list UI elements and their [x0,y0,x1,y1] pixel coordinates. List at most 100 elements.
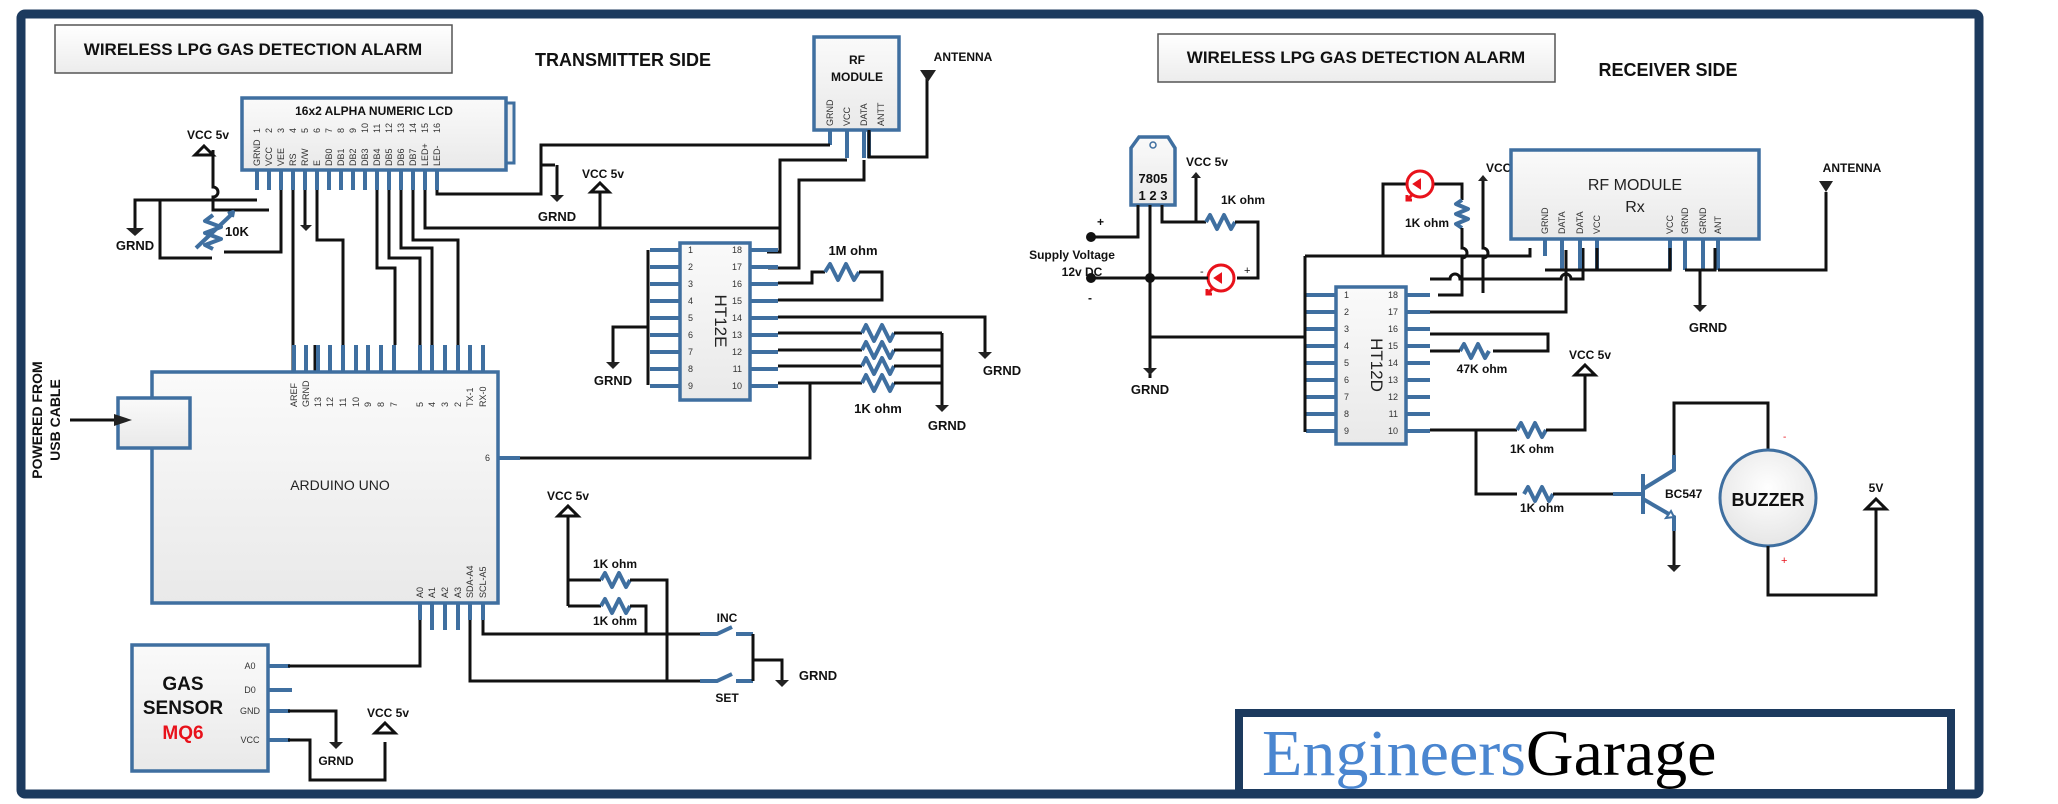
wire-collector [1672,401,1770,455]
transmitter-heading: TRANSMITTER SIDE [535,50,711,70]
lcd-pin-number: 15 [420,123,430,133]
chip-pin-number: 7 [1344,392,1349,402]
svg-text:5V: 5V [1869,481,1884,495]
resistor-1k [860,340,896,360]
svg-text:USB CABLE: USB CABLE [47,379,63,461]
lcd-pin-number: 12 [384,123,394,133]
vcc-symbol-vt: VCC 5v [1569,348,1611,377]
title-box-receiver: WIRELESS LPG GAS DETECTION ALARM [1157,33,1556,83]
pullup-resistor-2: 1K ohm [568,597,648,634]
chip-pin-number: 14 [732,313,742,323]
wire-decoder-18 [1430,248,1585,281]
usb-power-label: POWERED FROM USB CABLE [29,361,63,478]
pot-label: 10K [225,224,249,239]
svg-text:RF MODULE: RF MODULE [1588,177,1682,194]
arduino-pin-label: A3 [453,587,463,598]
wire-decoder-top [1305,248,1532,258]
rf-rx-pin-label: GRND [1680,207,1690,234]
lcd-pin-name: DB7 [408,148,418,166]
arduino-pin-label: 10 [351,397,361,407]
lcd-pin-name: DB6 [396,148,406,166]
diagram-frame [16,9,1984,799]
wire-buzzer-5v [1766,509,1878,597]
vcc-symbol-buzzer: 5V [1862,481,1890,511]
sensor-model: MQ6 [162,723,203,744]
chip-pin-number: 6 [688,330,693,340]
ground-symbol-rf-rx: GRND [1689,305,1727,335]
wire-te [778,315,987,352]
ground-symbol-rf: GRND [538,165,576,224]
svg-text:+: + [1781,555,1787,567]
vcc-symbol-7805: VCC 5v [1186,155,1228,178]
chip-pin-number: 2 [1344,307,1349,317]
lcd-pin-number: 11 [372,124,382,133]
arduino-pin-label: GRND [301,380,311,407]
ground-symbol-rw [300,225,312,231]
ground-symbol-pulldown: GRND 1K ohm [854,401,966,433]
switch-inc: INC [700,611,753,636]
rf-tx-pin-label: VCC [842,106,852,126]
chip-pin-number: 8 [1344,409,1349,419]
vcc-symbol-lcd: VCC 5v [187,128,229,157]
rf-rx-pin-label: GRND [1540,207,1550,234]
chip-pin-number: 2 [688,262,693,272]
svg-text:SET: SET [715,691,739,705]
logo-engineers: Engineers [1262,717,1526,790]
svg-text:Supply Voltage: Supply Voltage [1029,248,1115,262]
svg-text:GRND: GRND [538,209,576,224]
svg-text:1K ohm: 1K ohm [593,557,637,571]
pullup-resistor-1: 1K ohm [568,557,669,681]
title-box-transmitter: WIRELESS LPG GAS DETECTION ALARM [54,24,453,74]
vcc-symbol-switches: VCC 5v [547,489,589,518]
svg-text:1K ohm: 1K ohm [1510,442,1554,456]
lcd-pin-name: DB3 [360,148,370,166]
lcd-pin-name: DB5 [384,148,394,166]
chip-pin-number: 18 [1388,290,1398,300]
svg-text:-: - [1200,266,1204,278]
lcd-pin-number: 6 [312,128,322,133]
resistor-1k [860,323,896,343]
svg-text:GRND: GRND [799,668,837,683]
svg-text:ANTENNA: ANTENNA [1823,161,1882,175]
chip-pin-number: 11 [733,364,742,374]
antenna-receiver: ANTENNA [1819,161,1882,192]
sensor-pin-label: D0 [244,685,256,695]
title-receiver: WIRELESS LPG GAS DETECTION ALARM [1187,48,1525,67]
svg-text:GRND: GRND [318,754,354,768]
wire-rf-rx [1545,192,1828,305]
svg-text:GAS: GAS [162,674,203,695]
arduino-pin-label: 5 [415,402,425,407]
chip-pin-number: 13 [1388,375,1398,385]
chip-pin-number: 12 [732,347,742,357]
arduino-pin-label: RX-0 [478,386,488,407]
ground-symbol-emitter [1667,565,1681,572]
supply-terminal-negative [1086,273,1096,283]
lcd-display: 16x2 ALPHA NUMERIC LCD 1GRND2VCC3VEE4RS5… [240,96,516,172]
lcd-pin-name: DB1 [336,148,346,166]
ground-symbol-encoder: GRND [594,362,632,388]
wire-inc [481,620,700,636]
rf-rx-pin-label: GRND [1698,207,1708,234]
wire-switch-gnd [751,634,784,681]
svg-text:+: + [1244,265,1250,277]
arduino-pin-label: A2 [440,587,450,598]
supply-terminal-positive [1086,232,1096,242]
chip-pin-number: 8 [688,364,693,374]
svg-text:-: - [1783,432,1786,443]
svg-text:EngineersGarage: EngineersGarage [1262,717,1716,790]
arduino-pin-label: 8 [376,402,386,407]
chip-pin-number: 10 [732,381,742,391]
lcd-pin-name: DB4 [372,148,382,166]
ground-symbol-te: GRND [978,352,1021,378]
resistor-47k: 47K ohm [1430,332,1550,376]
ground-symbol-regulator: GRND [1131,368,1169,397]
wire-decoder-16 [1430,250,1568,314]
wire-rf-data [768,160,866,270]
arduino-pin-label: AREF [289,382,299,407]
logo-garage: Garage [1526,717,1717,790]
arduino-pin-label: SDA-A4 [465,565,475,598]
chip-pin-number: 9 [1344,426,1349,436]
arduino-pin-label: 2 [453,402,463,407]
